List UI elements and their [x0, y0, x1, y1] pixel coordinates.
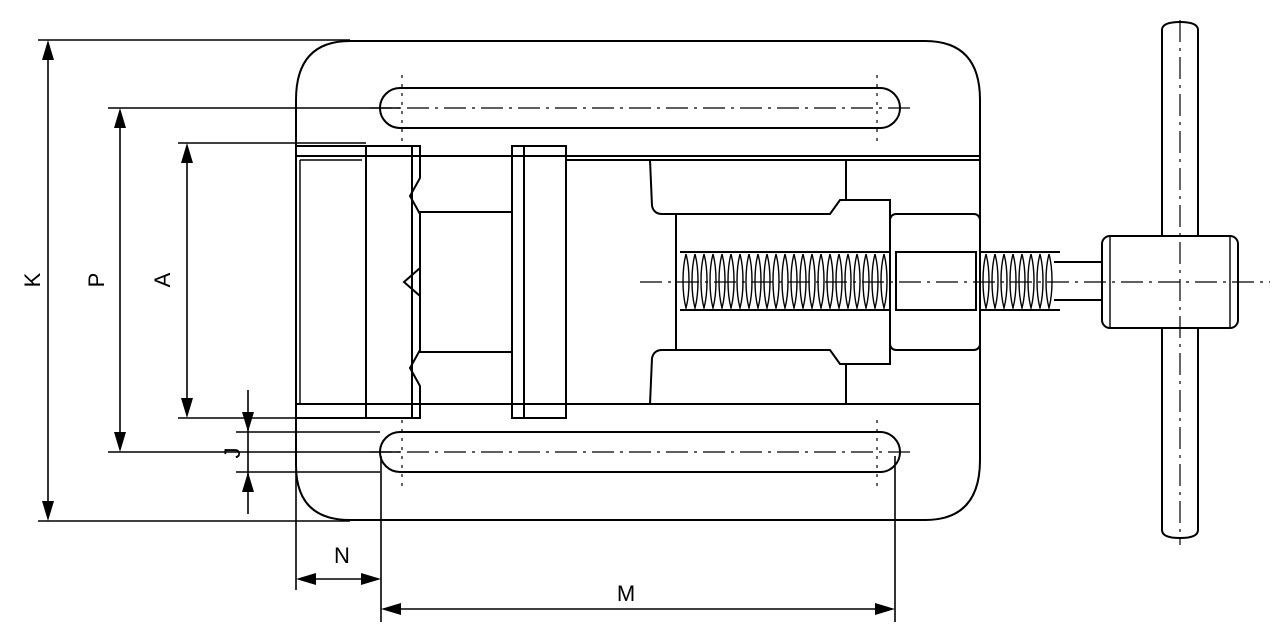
- thread-turn: [718, 253, 726, 311]
- thread-turn: [790, 253, 798, 311]
- thread-turn: [772, 253, 780, 311]
- thread-turn: [1018, 253, 1026, 311]
- dimension-label-n: N: [334, 543, 350, 568]
- thread-turn: [700, 253, 708, 311]
- dimension-label-j: J: [220, 448, 245, 459]
- thread-turn: [1000, 253, 1008, 311]
- thread-turn: [826, 253, 834, 311]
- thread-turn: [844, 253, 852, 311]
- guide-bars: [419, 211, 513, 353]
- thread-turn: [871, 253, 879, 311]
- mounting-slot-top: [370, 75, 912, 142]
- thread-turn: [982, 253, 990, 311]
- thread-turn: [682, 253, 690, 311]
- thread-turn: [817, 253, 825, 311]
- thread-turn: [781, 253, 789, 311]
- thread-turn: [853, 253, 861, 311]
- dimension-label-m: M: [617, 581, 635, 606]
- dimension-label-a: A: [150, 272, 175, 287]
- thread-turn: [709, 253, 717, 311]
- thread-turn: [745, 253, 753, 311]
- thread-turn: [1036, 253, 1044, 311]
- thread-turn: [754, 253, 762, 311]
- thread-turn: [799, 253, 807, 311]
- thread-turn: [691, 253, 699, 311]
- dimension-j: J: [220, 390, 380, 514]
- thread-turn: [727, 253, 735, 311]
- dimension-m: M: [381, 456, 896, 622]
- dimension-label-p: P: [84, 273, 109, 288]
- thread-turn: [763, 253, 771, 311]
- thread-turn: [1027, 253, 1035, 311]
- fixed-jaw: [295, 145, 421, 419]
- thread-turn: [835, 253, 843, 311]
- thread-turn: [991, 253, 999, 311]
- dimension-a: A: [150, 142, 366, 419]
- thread-turn: [736, 253, 744, 311]
- thread-turn: [880, 253, 888, 311]
- lead-screw: [680, 251, 1102, 311]
- mounting-slot-bottom: [370, 420, 912, 486]
- dimension-p: P: [84, 107, 400, 453]
- movable-jaw: [511, 145, 567, 419]
- thread-turn: [808, 253, 816, 311]
- thread-turn: [1045, 253, 1053, 311]
- screw-threads: [682, 253, 1053, 311]
- dimension-k: K: [20, 39, 350, 522]
- dimension-label-k: K: [20, 272, 45, 287]
- dimension-n: N: [295, 456, 382, 622]
- thread-turn: [1009, 253, 1017, 311]
- thread-turn: [862, 253, 870, 311]
